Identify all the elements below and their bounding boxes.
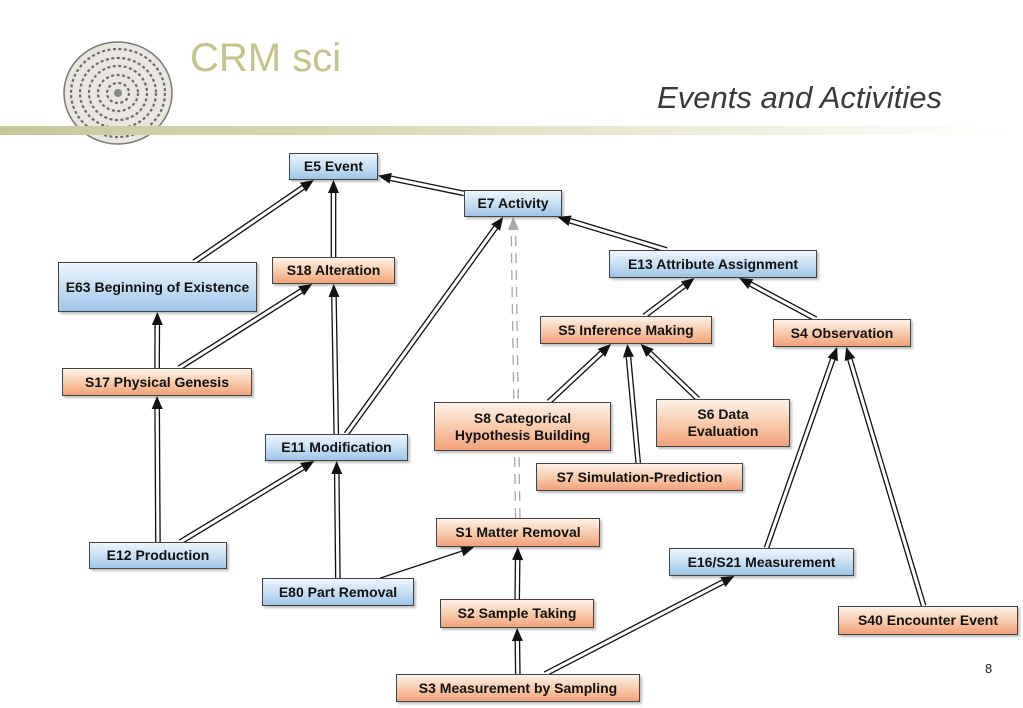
edge-s5-to-e13 bbox=[642, 278, 695, 319]
edge-e80-to-e11 bbox=[331, 461, 343, 579]
node-s7-simulation-prediction[interactable]: S7 Simulation-Prediction bbox=[536, 463, 743, 491]
edge-s17-to-s18 bbox=[177, 284, 313, 371]
slide-title: Events and Activities bbox=[657, 80, 942, 115]
node-s3-measurement-by-sampling[interactable]: S3 Measurement by Sampling bbox=[396, 674, 640, 702]
node-s4-observation[interactable]: S4 Observation bbox=[773, 319, 911, 347]
edge-e12-to-s17 bbox=[151, 396, 163, 543]
edge-s3-to-e16 bbox=[543, 576, 735, 677]
edge-s1-to-e7 bbox=[507, 217, 521, 519]
edge-s40-to-s4 bbox=[844, 347, 927, 607]
node-e12-production[interactable]: E12 Production bbox=[89, 542, 227, 569]
node-e63-beginning-of-existence[interactable]: E63 Beginning of Existence bbox=[58, 262, 257, 312]
node-s17-physical-genesis[interactable]: S17 Physical Genesis bbox=[62, 368, 252, 396]
node-s6-data-evaluation[interactable]: S6 Data Evaluation bbox=[656, 399, 790, 447]
edge-e63-to-e5 bbox=[192, 180, 314, 265]
edge-s4-to-e13 bbox=[739, 278, 818, 322]
edge-e13-to-e7 bbox=[557, 215, 668, 253]
edge-s7-to-s5 bbox=[622, 344, 642, 464]
edge-s17-to-e63 bbox=[151, 312, 163, 369]
node-e16-s21-measurement[interactable]: E16/S21 Measurement bbox=[669, 548, 854, 576]
node-s18-alteration[interactable]: S18 Alteration bbox=[272, 257, 395, 284]
edge-s18-to-e5 bbox=[328, 180, 339, 257]
node-e13-attribute-assignment[interactable]: E13 Attribute Assignment bbox=[609, 250, 817, 278]
edge-e7-to-e5 bbox=[378, 172, 465, 197]
edge-s8-to-s5 bbox=[546, 344, 611, 405]
phaistos-disc-logo bbox=[63, 41, 173, 145]
edge-e11-to-s18 bbox=[328, 284, 340, 435]
node-s5-inference-making[interactable]: S5 Inference Making bbox=[540, 316, 712, 344]
edge-e16-to-s4 bbox=[763, 347, 838, 549]
node-e5-event[interactable]: E5 Event bbox=[289, 153, 378, 180]
edge-e11-to-e7 bbox=[343, 217, 504, 436]
app-title: CRM sci bbox=[190, 36, 342, 80]
edge-e12-to-e11 bbox=[178, 461, 315, 545]
node-e80-part-removal[interactable]: E80 Part Removal bbox=[262, 578, 414, 606]
node-s8-categorical-hypothesis-building[interactable]: S8 Categorical Hypothesis Building bbox=[434, 402, 611, 451]
edge-s2-to-s1 bbox=[512, 547, 524, 600]
node-e11-modification[interactable]: E11 Modification bbox=[265, 434, 408, 461]
node-s1-matter-removal[interactable]: S1 Matter Removal bbox=[436, 518, 600, 547]
edge-s6-to-s5 bbox=[640, 344, 700, 402]
node-e7-activity[interactable]: E7 Activity bbox=[464, 190, 562, 217]
node-s2-sample-taking[interactable]: S2 Sample Taking bbox=[440, 599, 594, 628]
edge-s3-to-s2 bbox=[511, 628, 523, 675]
header-band bbox=[0, 126, 1023, 135]
page-number: 8 bbox=[985, 661, 993, 676]
edge-e80-to-s1 bbox=[380, 545, 475, 579]
node-s40-encounter-event[interactable]: S40 Encounter Event bbox=[838, 606, 1018, 635]
